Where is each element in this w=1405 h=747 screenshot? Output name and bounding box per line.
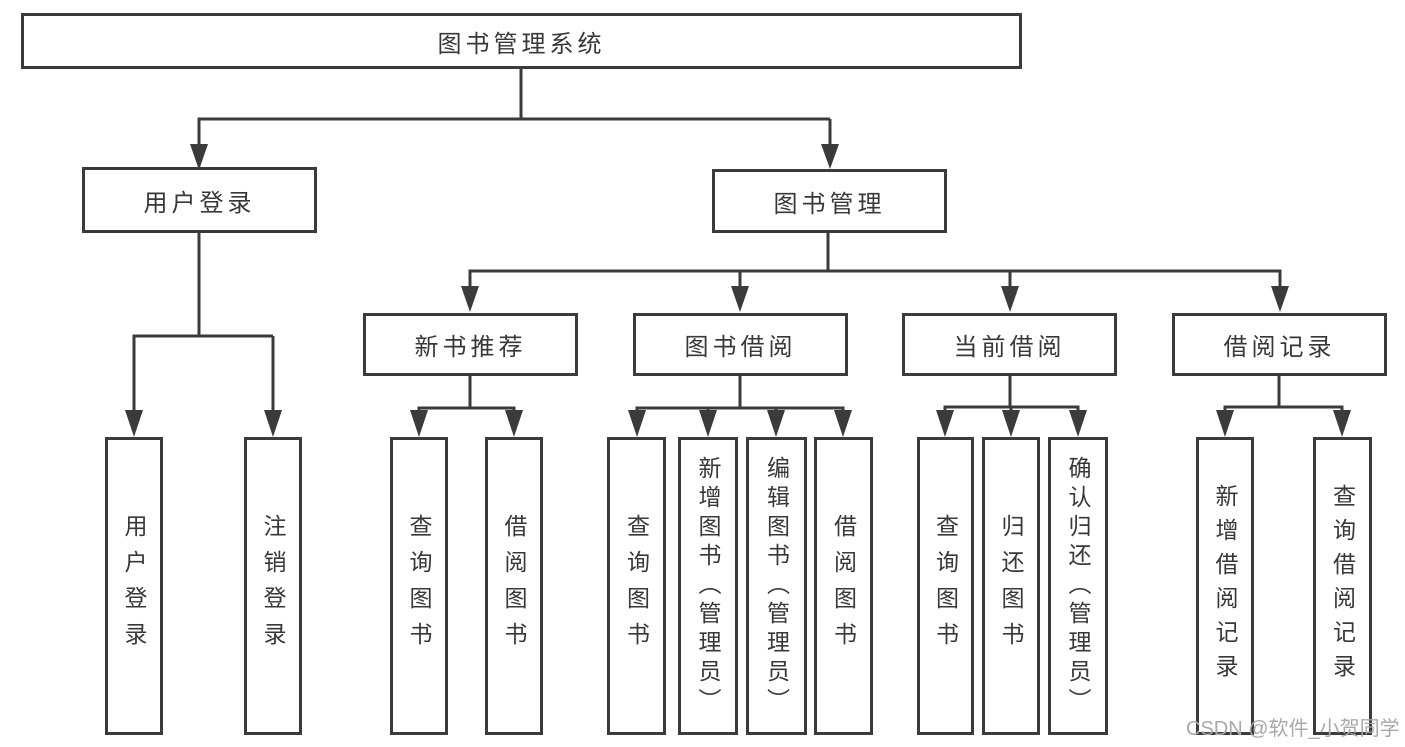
- node-label: 查询借阅记录: [1329, 484, 1356, 688]
- leaf-query-books-recommend: 查询图书: [390, 437, 448, 735]
- node-new-book-recommend: 新书推荐: [363, 313, 578, 376]
- node-label: 新增借阅记录: [1212, 484, 1238, 688]
- connector-records-split: [1223, 376, 1344, 413]
- node-label: 查询图书: [623, 514, 650, 658]
- node-label: 注销登录: [260, 514, 286, 658]
- leaf-confirm-return-admin: 确认归还（管理员）: [1048, 437, 1108, 735]
- leaf-user-login: 用户登录: [105, 437, 163, 735]
- node-label: 归还图书: [998, 514, 1024, 658]
- node-label: 借阅图书: [501, 514, 527, 658]
- csdn-watermark: CSDN @软件_小贺同学: [1186, 718, 1400, 740]
- node-label: 查询图书: [932, 514, 959, 658]
- leaf-query-borrow-record: 查询借阅记录: [1313, 437, 1372, 735]
- connector-borrow-split: [635, 376, 845, 413]
- leaf-return-book: 归还图书: [982, 437, 1040, 735]
- node-label: 图书管理: [773, 190, 886, 218]
- node-label: 用户登录: [121, 514, 147, 658]
- node-label: 图书借阅: [684, 334, 797, 361]
- node-label: 借阅图书: [830, 514, 857, 658]
- node-label: 新书推荐: [414, 334, 527, 361]
- node-current-borrow: 当前借阅: [902, 313, 1117, 376]
- connector-root-split: [197, 69, 832, 146]
- node-book-management: 图书管理: [712, 169, 947, 233]
- node-book-borrow: 图书借阅: [633, 313, 848, 376]
- leaf-borrow-books-2: 借阅图书: [814, 437, 873, 735]
- node-root-system: 图书管理系统: [21, 13, 1022, 69]
- node-label: 确认归还（管理员）: [1065, 455, 1091, 717]
- node-label: 用户登录: [143, 189, 256, 217]
- arrowheads: [125, 144, 1351, 437]
- node-label: 编辑图书（管理员）: [763, 455, 790, 717]
- connector-newbook-split: [417, 376, 516, 413]
- connector-userlogin-split: [132, 233, 275, 412]
- connector-bookmgmt-split: [468, 233, 1282, 287]
- node-label: 查询图书: [406, 514, 432, 658]
- leaf-edit-book-admin: 编辑图书（管理员）: [746, 437, 807, 735]
- leaf-logout: 注销登录: [244, 437, 302, 735]
- leaf-add-borrow-record: 新增借阅记录: [1196, 437, 1254, 735]
- leaf-query-books-borrow: 查询图书: [607, 437, 666, 735]
- node-label: 当前借阅: [953, 334, 1066, 361]
- node-label: 新增图书（管理员）: [695, 455, 721, 717]
- connector-current-split: [943, 376, 1080, 413]
- leaf-add-book-admin: 新增图书（管理员）: [678, 437, 738, 735]
- leaf-query-books-current: 查询图书: [917, 437, 974, 735]
- leaf-borrow-books-recommend: 借阅图书: [485, 437, 543, 735]
- node-label: 图书管理系统: [437, 30, 606, 58]
- node-borrow-records: 借阅记录: [1172, 313, 1387, 376]
- node-user-login: 用户登录: [82, 167, 317, 233]
- node-label: 借阅记录: [1223, 334, 1336, 361]
